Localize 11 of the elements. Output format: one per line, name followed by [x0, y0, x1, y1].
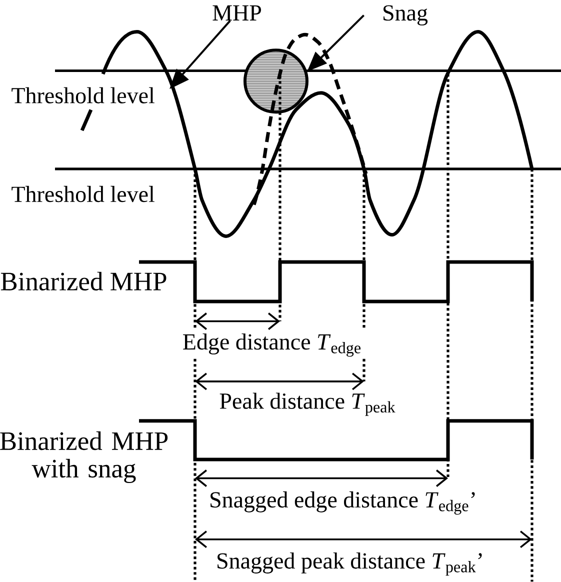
- waveform-label: Binarized MHP with snag: [0, 431, 168, 484]
- waveform-label: Binarized MHP: [0, 272, 166, 290]
- distance-label: Edge distance T$_{edge}$: [183, 334, 360, 357]
- shaded-circle: [244, 48, 308, 114]
- distance-label: Snagged peak distance T$_{peak}$’: [218, 552, 482, 576]
- callout-label: Snag: [384, 5, 428, 26]
- callout-label: MHP: [212, 5, 261, 20]
- distance-label: Snagged edge distance T$_{edge}$’: [210, 491, 475, 515]
- threshold-label: Threshold level: [12, 186, 154, 202]
- distance-label: Peak distance T$_{peak}$: [220, 392, 396, 416]
- threshold-label: Threshold level: [12, 87, 154, 104]
